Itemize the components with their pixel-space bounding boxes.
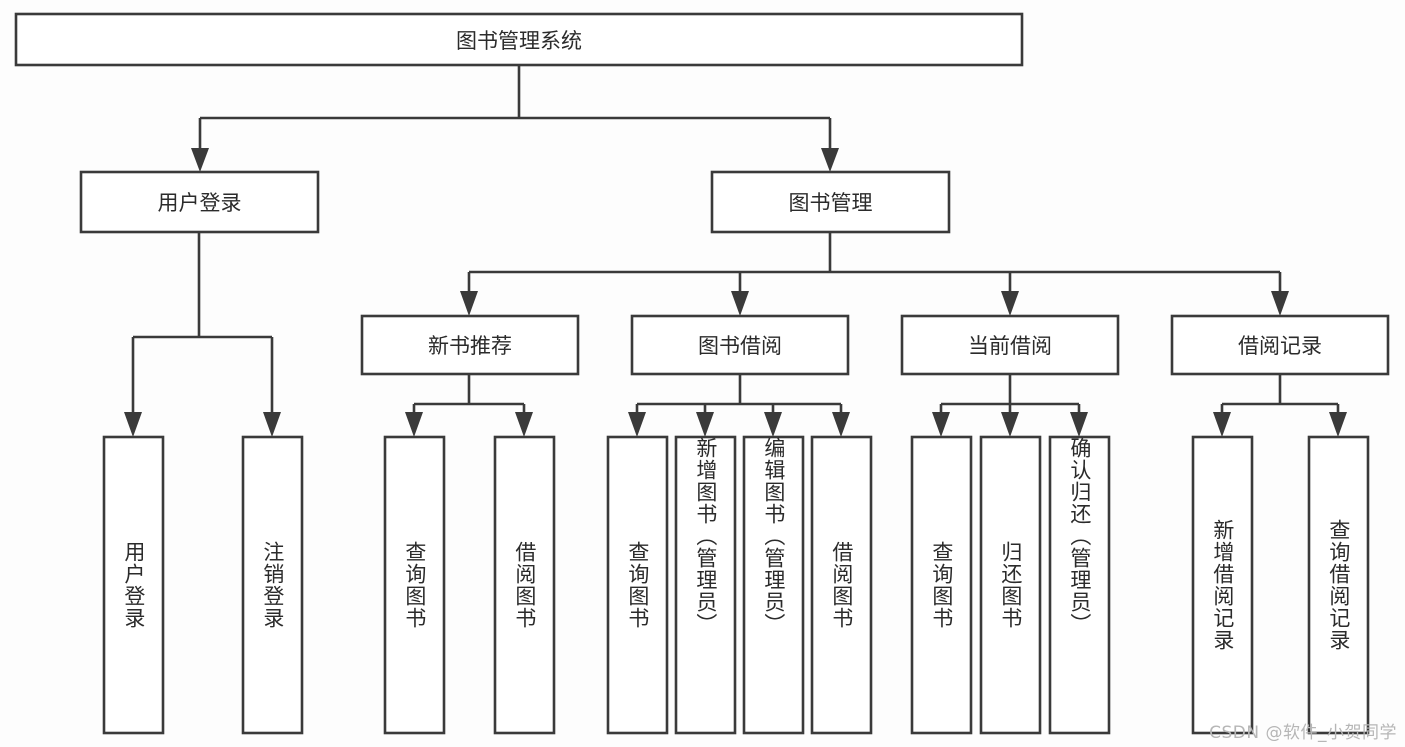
arrow-head-bb-leaf-3 <box>764 412 782 437</box>
leaf-box-logout[interactable] <box>241 435 304 735</box>
arrow-head-br-leaf-2 <box>1329 412 1347 437</box>
arrow-head-bb-leaf-2 <box>696 412 714 437</box>
leaf-box-nb-borrow-book[interactable] <box>493 435 556 735</box>
node-user-login-box[interactable] <box>79 170 320 234</box>
leaf-box-bb-add-book[interactable] <box>674 435 737 735</box>
arrow-head-nb-leaf-1 <box>405 412 423 437</box>
leaf-box-cb-query-book[interactable] <box>910 435 973 735</box>
leaf-box-bb-query-book[interactable] <box>606 435 669 735</box>
arrow-head-new-book <box>460 291 478 316</box>
leaf-box-br-query-record[interactable] <box>1307 435 1370 735</box>
arrow-head-leaf-logout <box>263 412 281 437</box>
node-borrow-record-box[interactable] <box>1170 314 1390 376</box>
leaf-box-user-login[interactable] <box>102 435 165 735</box>
arrow-head-borrow-record <box>1271 291 1289 316</box>
arrow-head-nb-leaf-2 <box>515 412 533 437</box>
arrow-head-book-manage <box>821 148 839 172</box>
arrow-head-leaf-user-login <box>124 412 142 437</box>
arrow-head-current-borrow <box>1001 291 1019 316</box>
csdn-watermark: CSDN @软件_小贺同学 <box>1209 723 1397 743</box>
node-book-borrow-box[interactable] <box>630 314 850 376</box>
leaf-box-bb-edit-book[interactable] <box>742 435 805 735</box>
node-book-manage-box[interactable] <box>710 170 951 234</box>
arrow-head-book-borrow <box>731 291 749 316</box>
node-root-box[interactable] <box>14 12 1024 67</box>
arrow-head-cb-leaf-2 <box>1001 412 1019 437</box>
leaf-box-cb-confirm-return[interactable] <box>1048 435 1111 735</box>
arrow-head-cb-leaf-3 <box>1070 412 1088 437</box>
leaf-box-cb-return-book[interactable] <box>979 435 1042 735</box>
node-new-book-recommend-box[interactable] <box>360 314 580 376</box>
leaf-box-br-add-record[interactable] <box>1191 435 1254 735</box>
arrow-head-br-leaf-1 <box>1213 412 1231 437</box>
arrow-head-bb-leaf-1 <box>628 412 646 437</box>
leaf-box-nb-query-book[interactable] <box>383 435 446 735</box>
arrow-head-user-login <box>191 148 209 172</box>
arrow-head-cb-leaf-1 <box>932 412 950 437</box>
node-current-borrow-box[interactable] <box>900 314 1120 376</box>
arrow-head-bb-leaf-4 <box>832 412 850 437</box>
leaf-box-bb-borrow-book[interactable] <box>810 435 873 735</box>
